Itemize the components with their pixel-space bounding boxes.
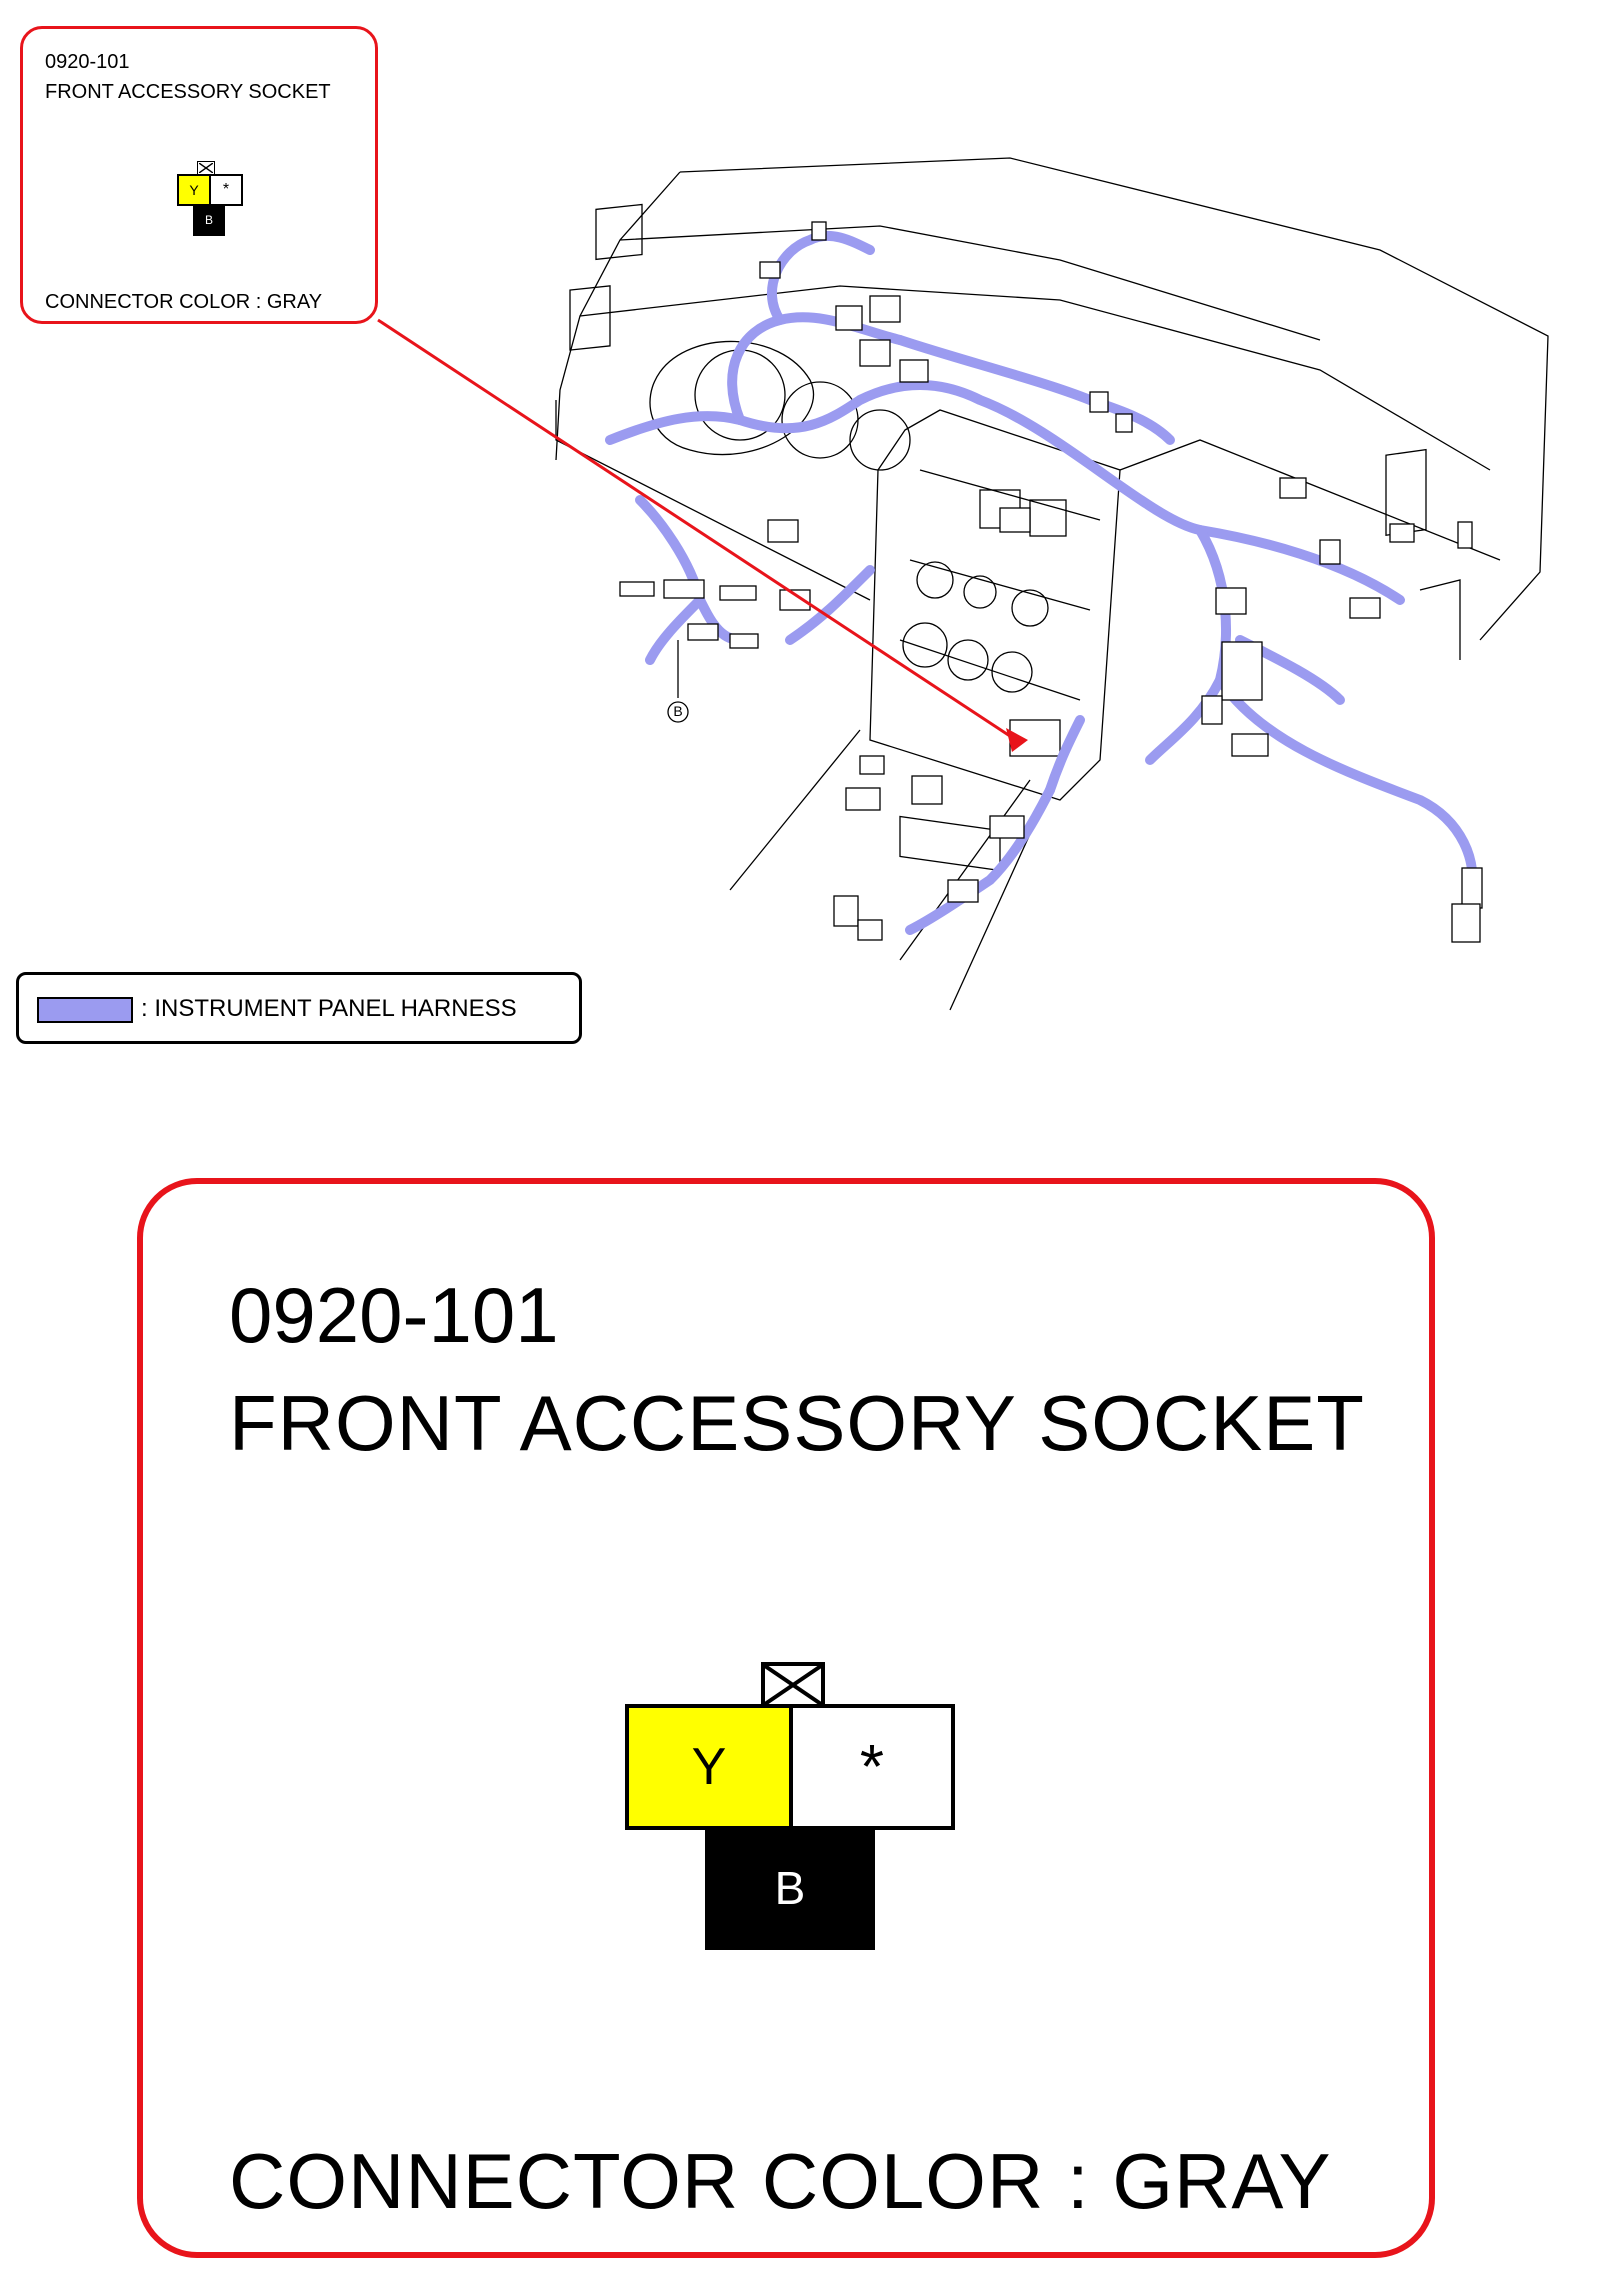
pin-3-large-label: B [774, 1862, 806, 1914]
pin-3-label: B [204, 213, 213, 227]
pin-1-large: Y [625, 1704, 793, 1830]
connector-name: FRONT ACCESSORY SOCKET [45, 81, 331, 103]
pin-1-label: Y [189, 182, 199, 198]
pin-2: * [209, 174, 243, 206]
harness-swatch [37, 997, 133, 1023]
legend: : INSTRUMENT PANEL HARNESS [16, 972, 582, 1044]
connector-face-large: Y * B [625, 1662, 955, 1954]
location-marker [667, 640, 689, 723]
instrument-panel-diagram [377, 157, 1549, 1011]
lock-x-icon [199, 163, 213, 173]
connector-face-small: Y * B [157, 161, 257, 241]
connector-color-label: CONNECTOR COLOR : GRAY [45, 291, 323, 313]
connector-callout-small: 0920-101 FRONT ACCESSORY SOCKET Y * B CO… [20, 26, 378, 324]
pin-2-large: * [789, 1704, 955, 1830]
pin-3: B [193, 204, 225, 236]
lock-symbol-large [761, 1662, 825, 1708]
pin-1-large-label: Y [691, 1738, 727, 1796]
pin-2-label: * [222, 181, 230, 198]
instrument-panel-harness [605, 230, 1478, 935]
dashboard-outline [555, 157, 1549, 1011]
connector-blocks [619, 221, 1483, 943]
connector-callout-large: 0920-101 FRONT ACCESSORY SOCKET Y * B CO… [137, 1178, 1435, 2258]
lock-symbol [197, 161, 215, 175]
connector-name-large: FRONT ACCESSORY SOCKET [229, 1379, 1365, 1467]
pin-2-large-label: * [859, 1732, 885, 1802]
location-marker-label: B [673, 703, 683, 719]
connector-color-label-large: CONNECTOR COLOR : GRAY [229, 2137, 1332, 2225]
lock-x-icon-large [765, 1666, 821, 1704]
pin-3-large: B [705, 1826, 875, 1950]
pin-1: Y [177, 174, 211, 206]
leader-line [377, 318, 1028, 752]
connector-code: 0920-101 [45, 51, 130, 73]
connector-code-large: 0920-101 [229, 1271, 559, 1359]
legend-label: : INSTRUMENT PANEL HARNESS [141, 995, 517, 1022]
